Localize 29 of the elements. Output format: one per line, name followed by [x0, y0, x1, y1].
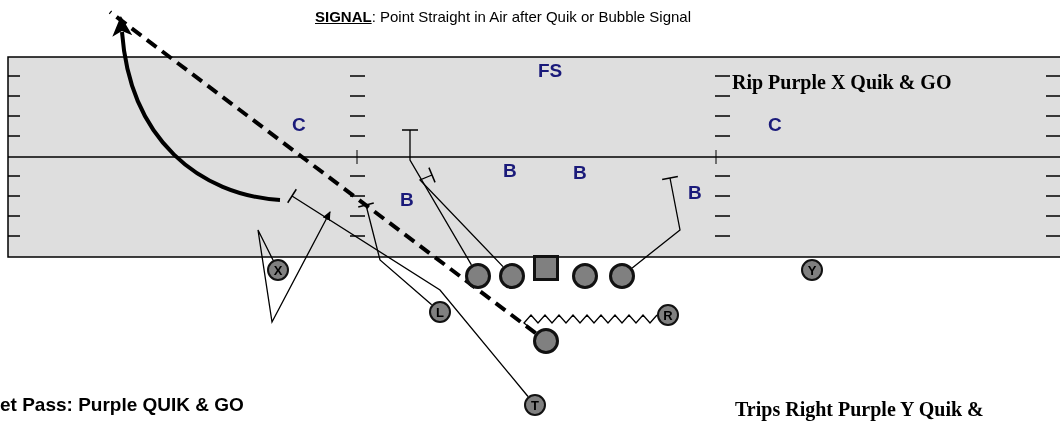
- player-circle: [465, 263, 491, 289]
- defender-label: C: [768, 114, 782, 136]
- defender-label: B: [688, 182, 702, 204]
- route-line: [401, 129, 473, 266]
- defender-label: FS: [538, 60, 563, 82]
- defender-label: C: [292, 114, 306, 136]
- route-line: [257, 211, 331, 325]
- defender-label: B: [503, 160, 517, 182]
- center-square: [533, 255, 559, 281]
- route-line: [286, 188, 529, 398]
- player-circle: [499, 263, 525, 289]
- defender-label: B: [573, 162, 587, 184]
- route-line: [357, 202, 433, 306]
- play-name: et Pass: Purple QUIK & GO: [0, 394, 244, 416]
- player-circle: L: [429, 301, 451, 323]
- player-circle: Y: [801, 259, 823, 281]
- player-circle: [609, 263, 635, 289]
- route-line: [631, 175, 681, 269]
- pass-line: [108, 10, 537, 335]
- player-circle: [533, 328, 559, 354]
- signal-note: SIGNAL: Point Straight in Air after Quik or Bubble Signal: [315, 8, 691, 25]
- player-circle: T: [524, 394, 546, 416]
- play-name: Trips Right Purple Y Quik &: [735, 398, 984, 421]
- player-circle: R: [657, 304, 679, 326]
- route-line: [418, 166, 504, 268]
- player-circle: [572, 263, 598, 289]
- player-circle: X: [267, 259, 289, 281]
- play-name: Rip Purple X Quik & GO: [732, 71, 952, 94]
- defender-label: B: [400, 189, 414, 211]
